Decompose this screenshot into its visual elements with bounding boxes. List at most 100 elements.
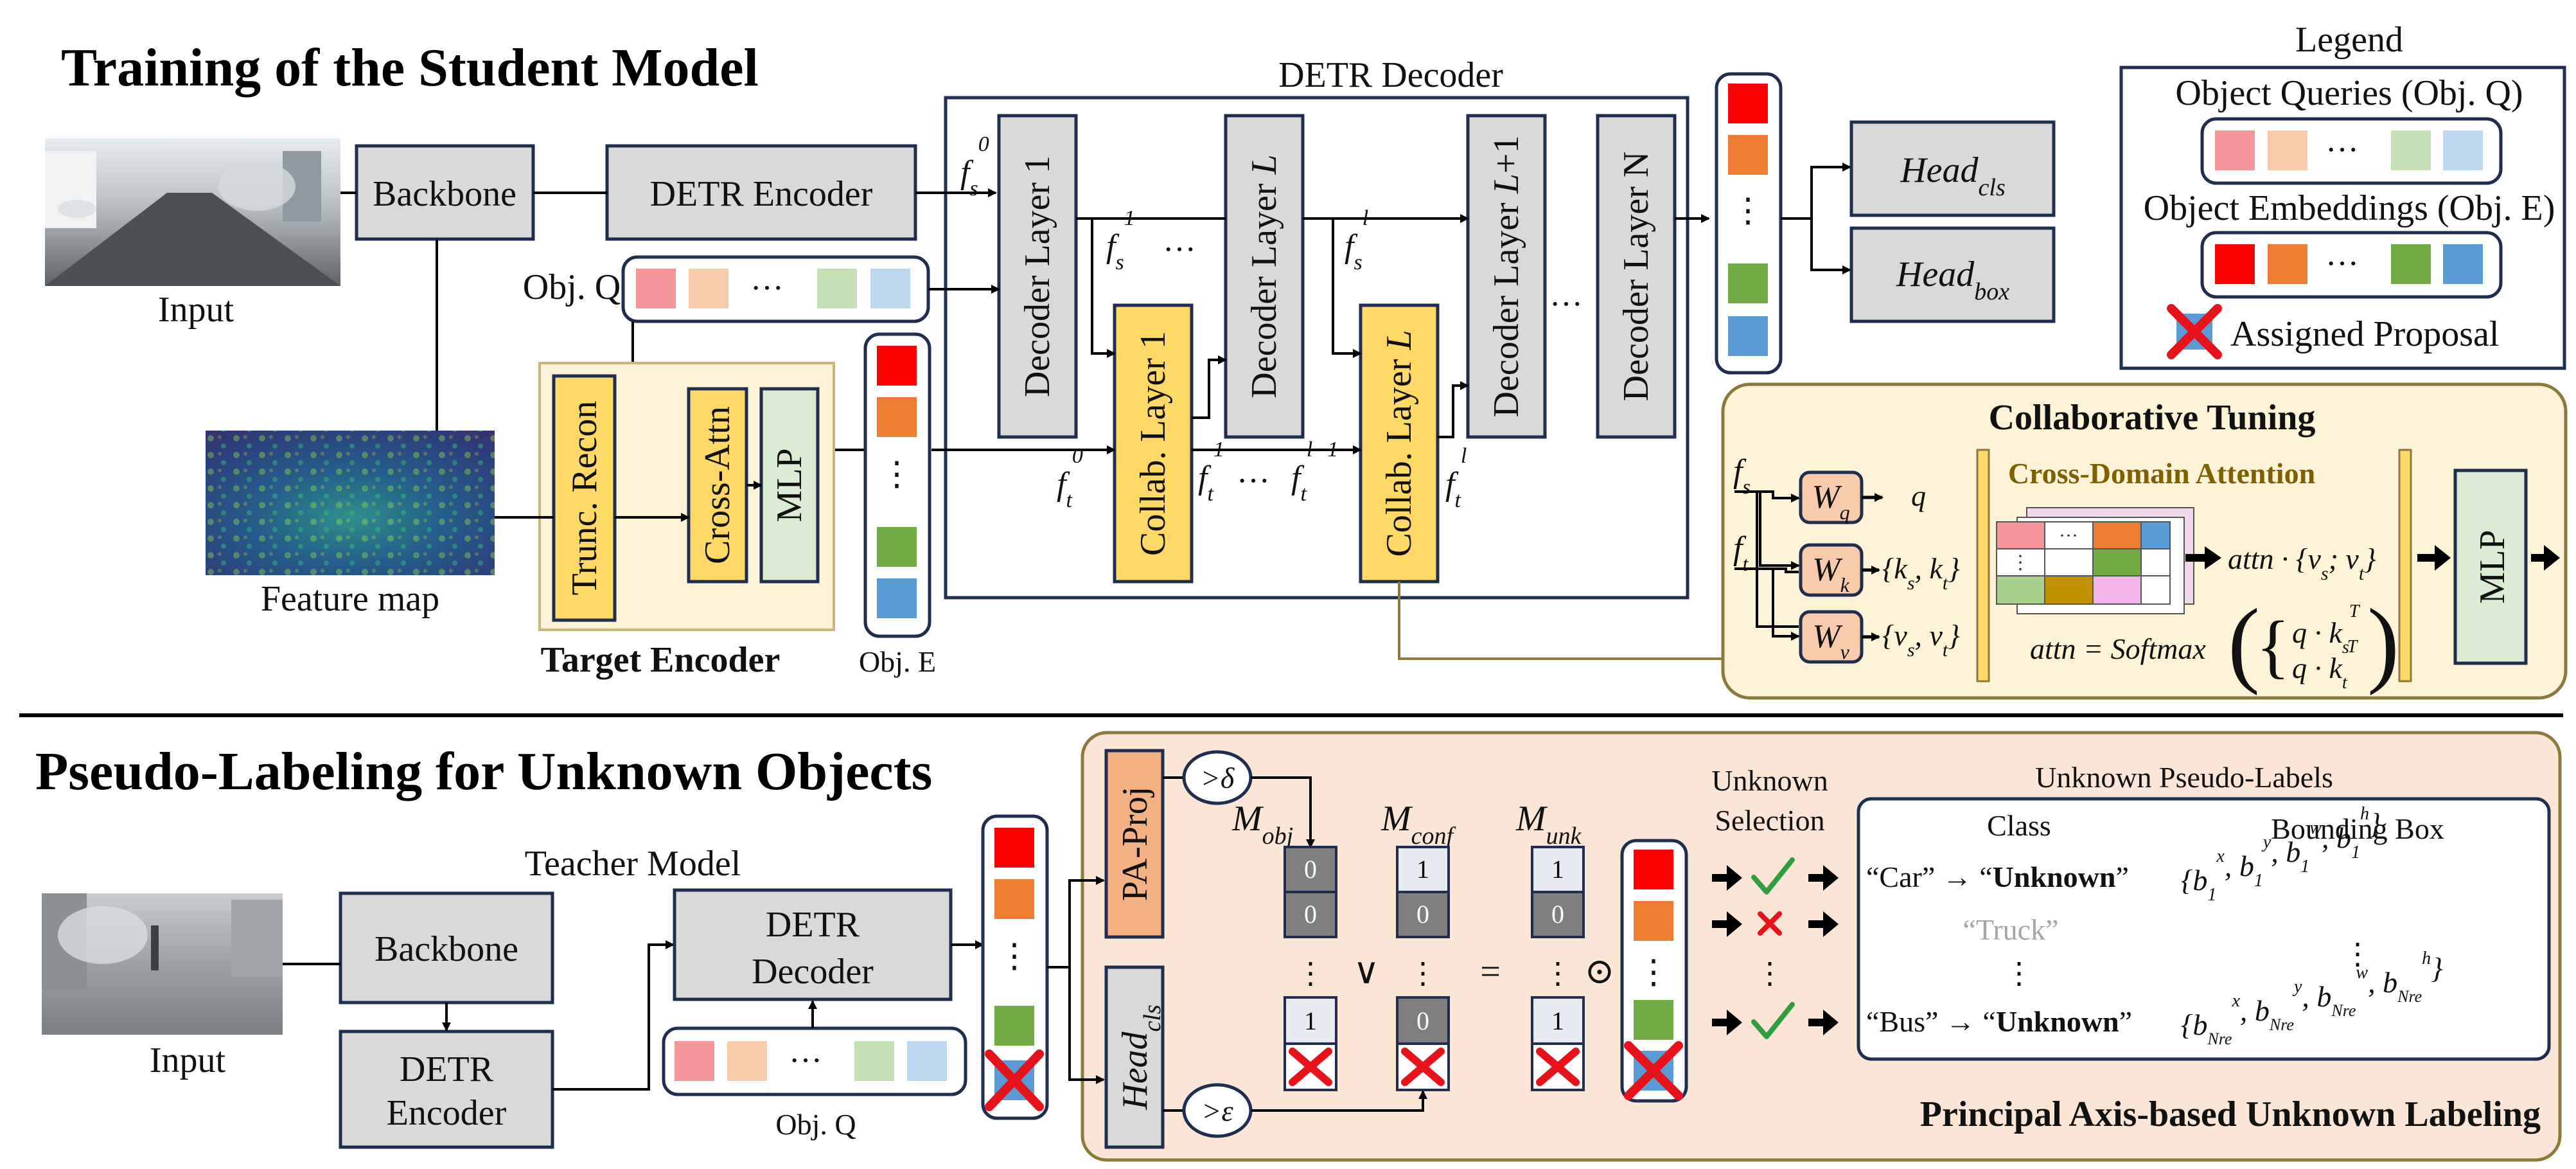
svg-text:Decoder Layer L: Decoder Layer L xyxy=(1244,154,1284,398)
principal-axis-label: Principal Axis-based Unknown Labeling xyxy=(1920,1094,2541,1134)
m-unk-label: Munk xyxy=(1515,799,1582,850)
line-to-headcls xyxy=(1810,163,1851,219)
svg-text:0: 0 xyxy=(1304,900,1317,929)
unknown-selection-l1: Unknown xyxy=(1711,764,1828,797)
sel-arrow-1b xyxy=(1808,865,1839,891)
obj-e-label: Obj. E xyxy=(859,645,936,678)
svg-text:Collab. Layer 1: Collab. Layer 1 xyxy=(1133,331,1173,556)
svg-text:0: 0 xyxy=(1304,855,1317,884)
svg-text:Encoder: Encoder xyxy=(387,1093,507,1133)
m-conf-column: 1 0 ⋮ 0 xyxy=(1396,846,1450,1091)
svg-text:⋮: ⋮ xyxy=(1543,957,1573,990)
svg-text:Cross-Attn: Cross-Attn xyxy=(698,406,737,564)
svg-text:···: ··· xyxy=(2325,245,2359,282)
softmax-paren: ( xyxy=(2228,589,2260,696)
top-objq-label: Obj. Q xyxy=(523,267,621,307)
pa-proj-box: PA-Proj xyxy=(1104,749,1165,939)
svg-text:0: 0 xyxy=(1416,1006,1429,1035)
svg-text:···: ··· xyxy=(750,270,784,307)
bottom-title: Pseudo-Labeling for Unknown Objects xyxy=(35,742,932,801)
or-symbol: ∨ xyxy=(1354,952,1380,992)
table-dots-left: ⋮ xyxy=(2004,957,2034,990)
arrow-mlp-out xyxy=(2531,545,2560,571)
f-tl-label: ftl xyxy=(1445,444,1467,512)
bottom-detr-encoder: DETR Encoder xyxy=(339,1030,554,1149)
f-t1-label: ft1 xyxy=(1198,438,1224,506)
line-to-headbox xyxy=(1810,219,1851,274)
svg-text:DETR: DETR xyxy=(400,1049,494,1089)
svg-text:MLP: MLP xyxy=(770,448,809,522)
top-objq-bar: ··· xyxy=(621,255,930,323)
softmax-paren-close: ) xyxy=(2367,589,2399,696)
top-backbone-label: Backbone xyxy=(373,174,516,214)
svg-text:Decoder: Decoder xyxy=(752,952,874,992)
objq-token xyxy=(689,269,728,308)
svg-text:1: 1 xyxy=(1551,1006,1564,1035)
svg-text:⋮: ⋮ xyxy=(1296,957,1325,990)
line-fs-wk xyxy=(1759,492,1800,570)
eq-symbol: = xyxy=(1480,952,1501,992)
wv-box: Wv xyxy=(1799,610,1864,664)
bottom-objq-label: Obj. Q xyxy=(775,1108,856,1141)
legend-objq-bar: ··· xyxy=(2200,117,2503,185)
odot-symbol: ⊙ xyxy=(1585,952,1615,992)
svg-text:PA-Proj: PA-Proj xyxy=(1115,787,1155,901)
svg-text:⋮: ⋮ xyxy=(1637,954,1670,991)
svg-text:Collab. Layer L: Collab. Layer L xyxy=(1379,330,1419,557)
sel-arrow-2b xyxy=(1808,911,1839,937)
legend-title: Legend xyxy=(2295,20,2403,60)
svg-text:···: ··· xyxy=(789,1042,822,1079)
f-s0-label: fs0 xyxy=(960,132,989,201)
wq-box: Wq xyxy=(1799,470,1864,524)
bottom-objq-bar: ··· xyxy=(662,1026,967,1096)
softmax-brace: { xyxy=(2256,607,2290,685)
objq-token xyxy=(817,269,857,308)
svg-text:DETR: DETR xyxy=(766,905,860,945)
cda-left-bar xyxy=(1976,449,1990,683)
decoder-layer-L: Decoder Layer L xyxy=(1224,114,1305,439)
svg-text:⋮: ⋮ xyxy=(1408,957,1438,990)
svg-text:1: 1 xyxy=(1416,855,1429,884)
svg-text:Trunc. Recon: Trunc. Recon xyxy=(565,401,604,596)
bottom-input-image xyxy=(42,893,283,1035)
f-s1-label: fs1 xyxy=(1106,206,1135,274)
collab-mlp-box: MLP xyxy=(2453,468,2528,665)
objq-token xyxy=(870,269,910,308)
legend-object-embeddings: Object Embeddings (Obj. E) xyxy=(2144,188,2555,228)
top-head-box: Headbox xyxy=(1849,226,2056,323)
dots-ft: ··· xyxy=(1237,463,1270,499)
arrow-attn xyxy=(2185,546,2221,569)
threshold-eps: >ε xyxy=(1182,1083,1253,1138)
bottom-head-cls: Headcls xyxy=(1104,965,1166,1149)
line-fs-wq xyxy=(1734,490,1800,503)
bottom-detr-decoder: DETR Decoder xyxy=(673,888,953,1001)
svg-text:Decoder Layer L+1: Decoder Layer L+1 xyxy=(1486,136,1526,418)
collab-layer-1: Collab. Layer 1 xyxy=(1113,303,1194,584)
collab-q: q xyxy=(1911,479,1926,512)
detr-decoder-frame xyxy=(944,96,1689,600)
collab-softmax: attn = Softmax xyxy=(2030,632,2206,665)
target-encoder-label: Target Encoder xyxy=(541,640,781,680)
collab-layer-L: Collab. Layer L xyxy=(1359,303,1440,584)
svg-text:···: ··· xyxy=(2325,132,2359,168)
unknown-selection-l2: Selection xyxy=(1715,804,1824,837)
feature-map-label: Feature map xyxy=(261,579,439,619)
wk-box: Wk xyxy=(1799,543,1864,597)
obj-e-column: ⋮ xyxy=(863,332,931,638)
line-eps-mconf xyxy=(1251,1090,1427,1112)
line-out-paproj xyxy=(1047,876,1105,968)
line-fs-wv xyxy=(1756,492,1799,628)
row1-class: “Car” → “Unknown” xyxy=(1866,861,2129,893)
svg-text:0: 0 xyxy=(1416,900,1429,929)
col-bbox: Bounding Box xyxy=(2271,812,2444,845)
svg-text:Backbone: Backbone xyxy=(375,929,518,969)
svg-text:Decoder Layer 1: Decoder Layer 1 xyxy=(1018,156,1057,397)
line-out-headcls xyxy=(1068,967,1105,1084)
cda-right-bar xyxy=(2398,449,2412,683)
line-delta-mobj xyxy=(1251,776,1315,848)
top-detr-encoder-label: DETR Encoder xyxy=(650,174,873,214)
sel-arrow-1a xyxy=(1712,865,1742,891)
line-dec1-collab1 xyxy=(1091,219,1116,358)
top-title: Training of the Student Model xyxy=(61,38,759,98)
bottom-output-column: ⋮ xyxy=(981,814,1049,1120)
